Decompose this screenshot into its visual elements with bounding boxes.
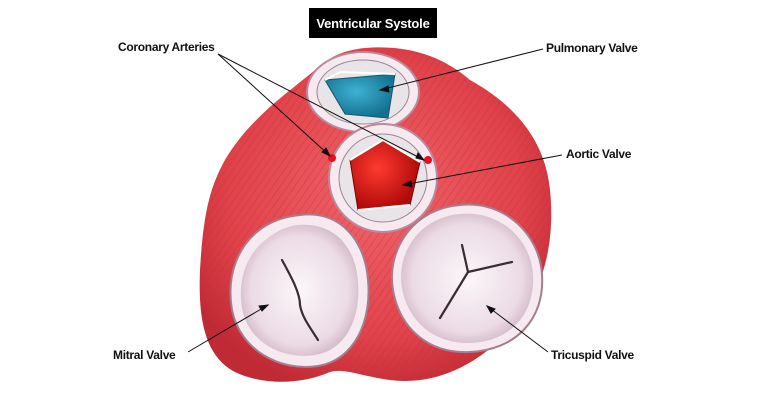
leader-lines xyxy=(187,48,563,353)
leader-pulmonary xyxy=(379,48,544,91)
coronary-artery-right xyxy=(424,156,432,164)
label-pulmonary-valve: Pulmonary Valve xyxy=(546,41,638,55)
label-tricuspid-valve: Tricuspid Valve xyxy=(551,348,634,362)
leader-aortic xyxy=(402,154,563,186)
leader-mitral xyxy=(187,304,269,353)
leader-coronary-left xyxy=(217,53,331,157)
diagram-title: Ventricular Systole xyxy=(309,8,437,38)
label-aortic-valve: Aortic Valve xyxy=(566,147,632,161)
aortic-valve xyxy=(328,123,438,233)
tricuspid-valve xyxy=(390,203,544,354)
label-mitral-valve: Mitral Valve xyxy=(113,348,176,362)
label-coronary-arteries: Coronary Arteries xyxy=(118,40,215,54)
leader-coronary-right xyxy=(217,53,425,161)
pulmonary-valve xyxy=(306,51,420,133)
leader-tricuspid xyxy=(486,305,549,353)
mitral-valve xyxy=(229,213,370,368)
